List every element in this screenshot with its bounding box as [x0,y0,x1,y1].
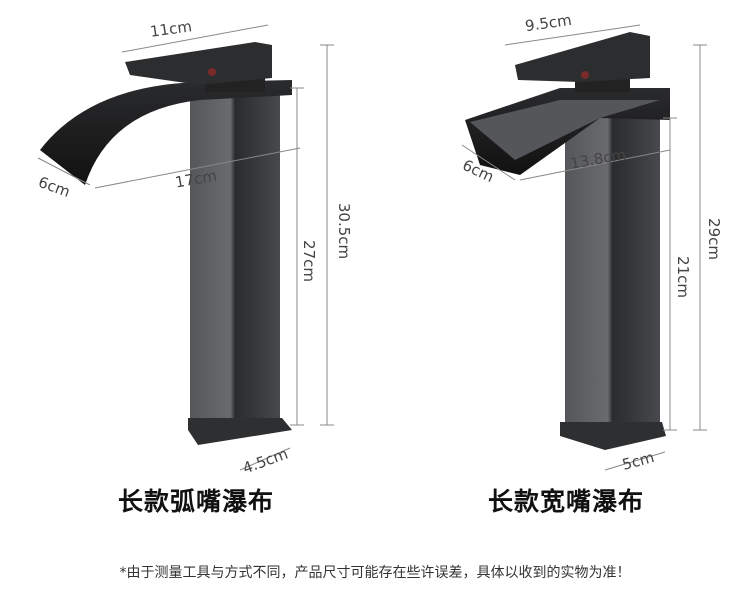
left-product-title: 长款弧嘴瀑布 [117,487,274,516]
right-body-height-label: 21cm [673,256,692,298]
dimension-lines [37,24,707,471]
disclaimer-note: *由于测量工具与方式不同，产品尺寸可能存在些许误差，具体以收到的实物为准！ [119,565,631,581]
left-body-height-label: 27cm [299,240,318,282]
right-product-title: 长款宽嘴瀑布 [487,487,644,516]
right-total-height-label: 29cm [704,218,723,260]
left-total-height-label: 30.5cm [335,202,354,260]
arc-spout-faucet [40,42,292,445]
wide-spout-faucet [465,32,670,450]
